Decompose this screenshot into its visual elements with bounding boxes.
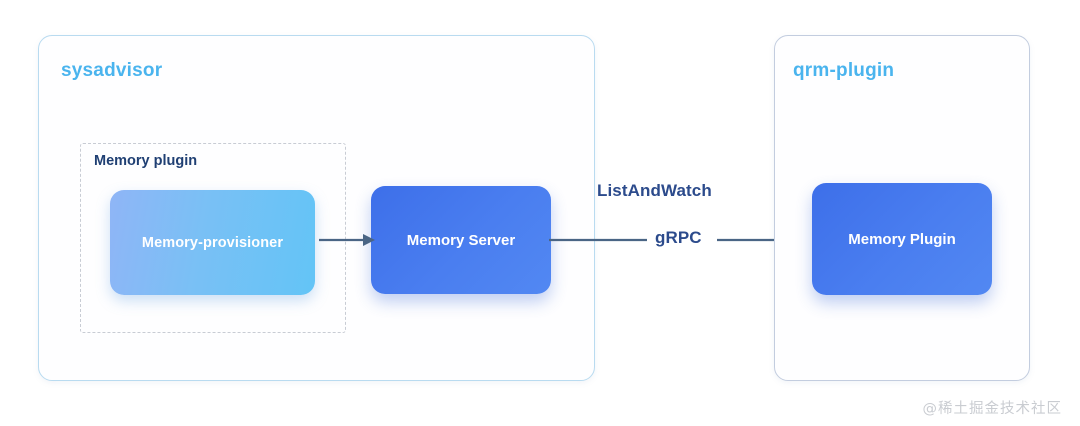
node-memory-server[interactable]: Memory Server — [371, 186, 551, 294]
node-label-memory-plugin: Memory Plugin — [848, 230, 956, 248]
node-label-memory-provisioner: Memory-provisioner — [141, 234, 284, 251]
node-memory-provisioner[interactable]: Memory-provisioner — [110, 190, 315, 295]
group-memory-plugin: Memory plugin — [80, 143, 346, 333]
panel-title-sysadvisor: sysadvisor — [61, 60, 163, 81]
watermark: @稀土掘金技术社区 — [922, 401, 1062, 417]
node-label-memory-server: Memory Server — [406, 231, 516, 249]
edge-provisioner-to-server-arrow-icon — [319, 234, 375, 246]
node-memory-plugin[interactable]: Memory Plugin — [812, 183, 992, 295]
edge-label-grpc: gRPC — [655, 228, 702, 247]
edge-label-listandwatch: ListAndWatch — [597, 181, 712, 200]
panel-title-qrm-plugin: qrm-plugin — [793, 60, 895, 81]
group-title-memory-plugin: Memory plugin — [94, 153, 198, 169]
